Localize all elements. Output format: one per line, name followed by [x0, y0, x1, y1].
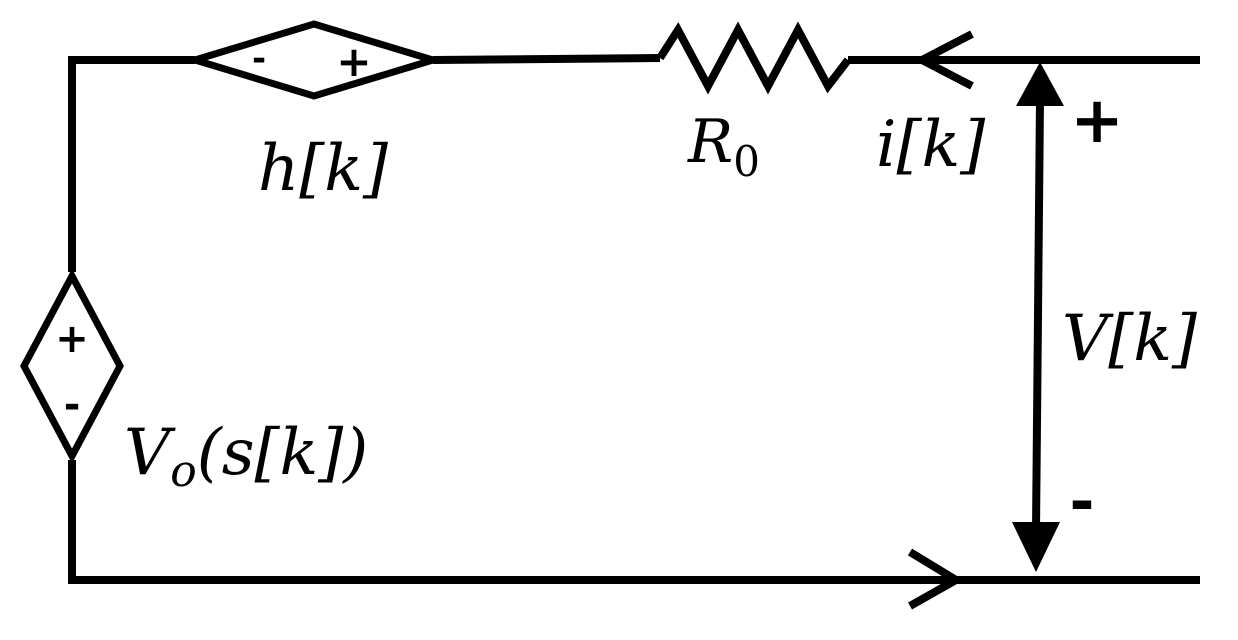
- voltage-arrow-shaft: [1032, 99, 1044, 531]
- current-source-minus-sign: -: [252, 39, 266, 79]
- voltage-arrow-head-up: [1016, 62, 1064, 106]
- resistor-label-main: R: [687, 107, 733, 177]
- voltage-source-label: Vo(s[k]): [124, 416, 368, 497]
- voltage-source-label-argument: (s[k]): [197, 416, 369, 490]
- wire-top-left: [68, 56, 195, 272]
- current-source-diamond: [182, 20, 446, 100]
- voltage-source-plus-sign: +: [55, 316, 89, 362]
- terminal-plus-sign: +: [1070, 84, 1124, 158]
- wire-top-middle: [432, 54, 661, 64]
- bottom-arrow-head: [907, 548, 964, 610]
- resistor-label: R0: [687, 107, 760, 186]
- current-arrow-head: [913, 30, 974, 90]
- current-source-label: h[k]: [258, 132, 389, 206]
- resistor-label-subscript: 0: [733, 137, 760, 186]
- resistor-zigzag: [656, 21, 852, 95]
- voltage-source-label-main: V: [124, 416, 176, 490]
- voltage-label: V[k]: [1062, 302, 1198, 376]
- current-label: i[k]: [876, 108, 986, 182]
- wire-bottom: [68, 460, 1200, 584]
- voltage-source-label-subscript: o: [170, 446, 197, 497]
- voltage-source-diamond: [20, 268, 124, 464]
- voltage-source-minus-sign: -: [64, 382, 81, 428]
- voltage-arrow-head-down: [1012, 522, 1060, 572]
- terminal-minus-sign: -: [1070, 467, 1095, 537]
- current-source-plus-sign: +: [336, 37, 371, 86]
